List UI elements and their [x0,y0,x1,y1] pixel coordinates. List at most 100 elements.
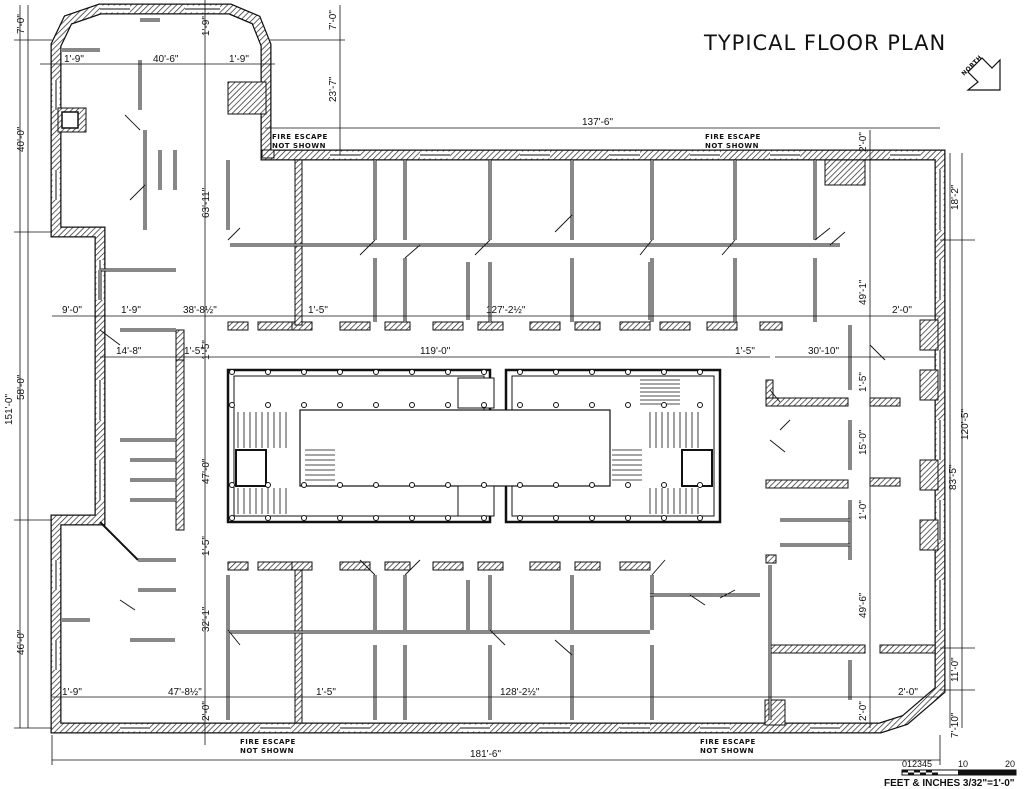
door-swing [779,419,791,431]
dim-label: 1'-5" [201,340,212,360]
door-swing [869,344,886,361]
dim-label: 7'-0" [328,10,339,30]
scale-tick: 20 [1005,759,1015,769]
dim-label: 46'-0" [16,629,27,655]
note-fire-escape: FIRE ESCAPE [705,133,761,141]
column [265,369,271,375]
column [301,369,307,375]
dim-label: 9'-0" [62,305,82,316]
note-fire-escape: FIRE ESCAPE [700,738,756,746]
dimension-labels: 7'-0" 40'-0" 58'-0" 151'-0" 46'-0" 1'-9"… [4,10,971,760]
door-swing [769,439,786,453]
dim-label: 127'-2½" [486,305,526,316]
dim-label: 120'-5" [960,409,971,440]
dim-label: 7'-10" [950,712,961,738]
column [337,402,343,408]
wall-pier [294,567,303,724]
partitions [62,18,852,720]
column [445,515,451,521]
plan-title: TYPICAL FLOOR PLAN [703,31,946,55]
dim-label: 1'-9" [64,54,84,65]
wall-pier [339,561,371,571]
column [265,482,271,488]
column [661,402,667,408]
dim-label: 1'-5" [308,305,328,316]
note-not-shown: NOT SHOWN [700,747,754,755]
scale-tick: 10 [958,759,968,769]
door-swings [99,114,886,656]
dim-label: 2'-0" [892,305,912,316]
chimney-flue [61,111,79,129]
column [553,369,559,375]
column [553,482,559,488]
column [589,515,595,521]
column [481,369,487,375]
door-swing [719,589,736,599]
column [553,515,559,521]
door-swing [404,244,421,259]
note-not-shown: NOT SHOWN [705,142,759,150]
column [517,369,523,375]
wall-pier [529,561,561,571]
dim-label: 181'-6" [470,749,501,760]
note-not-shown: NOT SHOWN [240,747,294,755]
column [481,402,487,408]
note-fire-escape: FIRE ESCAPE [240,738,296,746]
column [625,482,631,488]
note-not-shown: NOT SHOWN [272,142,326,150]
wall-pier [339,321,371,331]
dim-label: 1'-5" [316,687,336,698]
wall-pier [477,561,504,571]
dim-label: 38'-8½" [183,305,217,316]
door-swing [814,227,831,241]
wall-pier [257,561,293,571]
column [373,402,379,408]
wall-pier [477,321,504,331]
exterior-walls [50,3,946,734]
windows [52,5,944,732]
dim-label: 1'-9" [62,687,82,698]
column [661,369,667,375]
column [481,515,487,521]
north-arrow-icon: NORTH [960,54,1001,91]
wall-pier [574,321,601,331]
dim-label: 23'-7" [328,76,339,102]
column [229,515,235,521]
column [409,515,415,521]
dim-label: 40'-6" [153,54,179,65]
door-swing [359,239,376,256]
door-swing [554,214,573,233]
column [517,482,523,488]
door-swing [489,629,506,646]
wall-pier [869,397,901,407]
door-swing [129,184,146,201]
dim-label: 151'-0" [4,394,15,425]
dim-label: 83'-5" [948,464,959,490]
dim-label: 137'-6" [582,117,613,128]
partition-wall [99,521,139,561]
column [589,369,595,375]
dim-label: 2'-0" [858,132,869,152]
column [409,482,415,488]
door-swing [651,559,666,576]
column [301,515,307,521]
dim-label: 1'-9" [121,305,141,316]
dim-label: 58'-0" [16,374,27,400]
dim-label: 30'-10" [808,346,839,357]
wall-pier [257,321,293,331]
dim-label: 1'-5" [858,372,869,392]
dim-label: 47'-0" [201,458,212,484]
column [229,482,235,488]
door-swing [359,559,376,576]
dim-label: 1'-0" [858,500,869,520]
wall-pier [919,459,939,491]
scale-bar: 012345 10 20 FEET & INCHES 3/32"=1'-0" [884,759,1017,789]
wall-pier [869,477,901,487]
dim-label: 40'-0" [16,126,27,152]
wall-pier [384,321,411,331]
dim-label: 32'-1" [201,606,212,632]
wall-pier [706,321,738,331]
column [625,369,631,375]
wall-pier [227,81,267,115]
column [229,369,235,375]
